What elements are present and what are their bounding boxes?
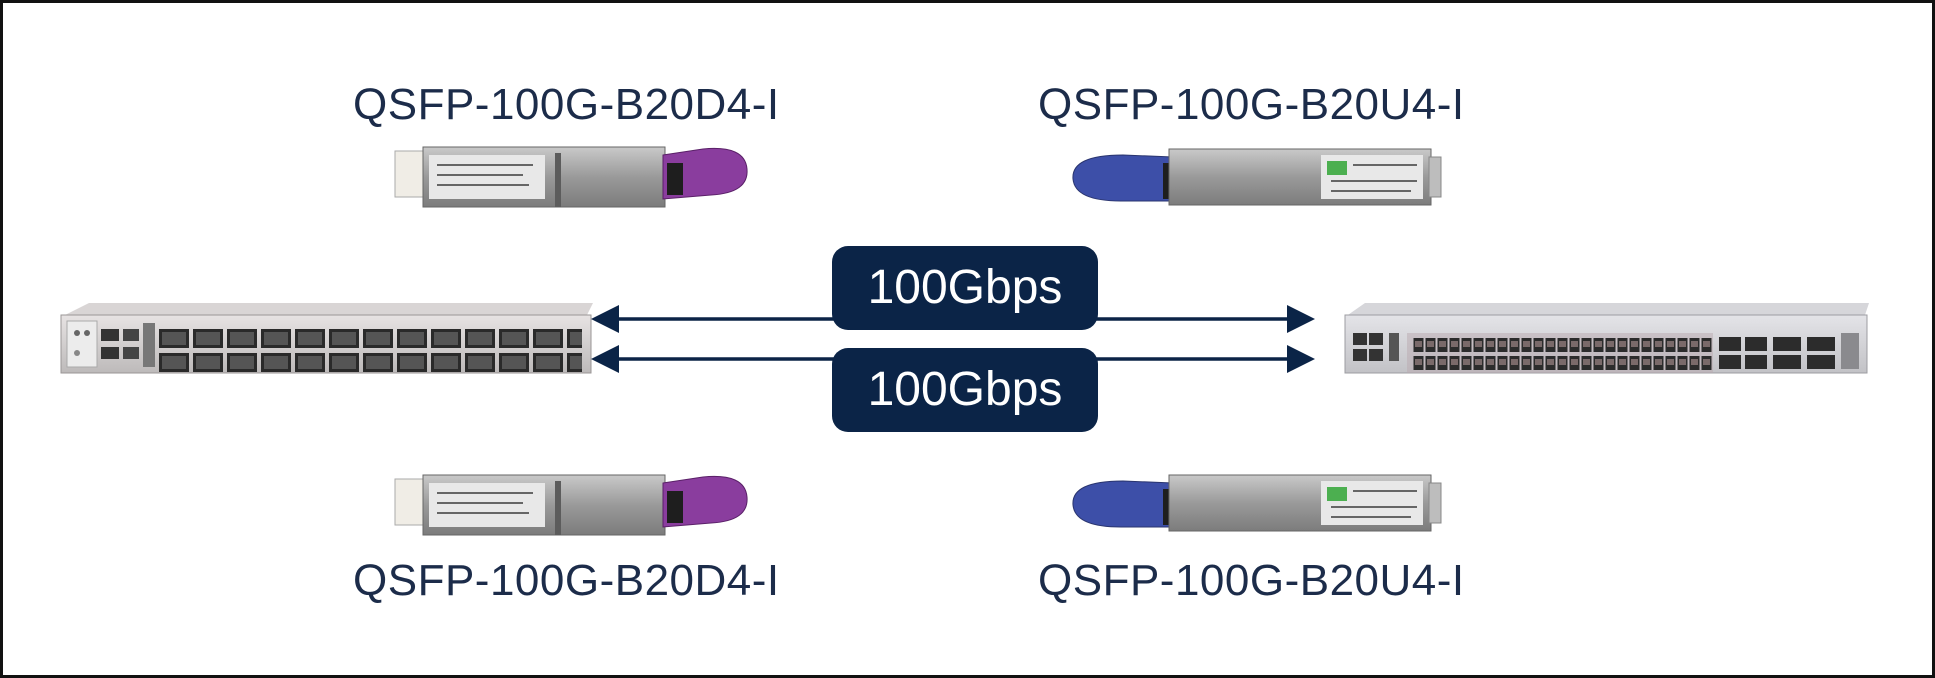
right-switch-chassis-icon xyxy=(1344,303,1869,374)
qsfp-transceiver-icon xyxy=(394,474,748,536)
optic-label-top-right: QSFP-100G-B20U4-I xyxy=(1038,80,1465,129)
diagram-graphics xyxy=(60,146,1869,536)
qsfp-transceiver-icon xyxy=(1072,148,1442,206)
optic-label-bottom-left: QSFP-100G-B20D4-I xyxy=(353,556,780,605)
qsfp-transceiver-icon xyxy=(1072,474,1442,532)
lower-link-speed-badge: 100Gbps xyxy=(832,348,1098,432)
qsfp-transceiver-icon xyxy=(394,146,748,208)
optic-label-top-left: QSFP-100G-B20D4-I xyxy=(353,80,780,129)
left-router-chassis-icon xyxy=(60,303,593,375)
upper-link-speed-badge: 100Gbps xyxy=(832,246,1098,330)
optic-label-bottom-right: QSFP-100G-B20U4-I xyxy=(1038,556,1465,605)
